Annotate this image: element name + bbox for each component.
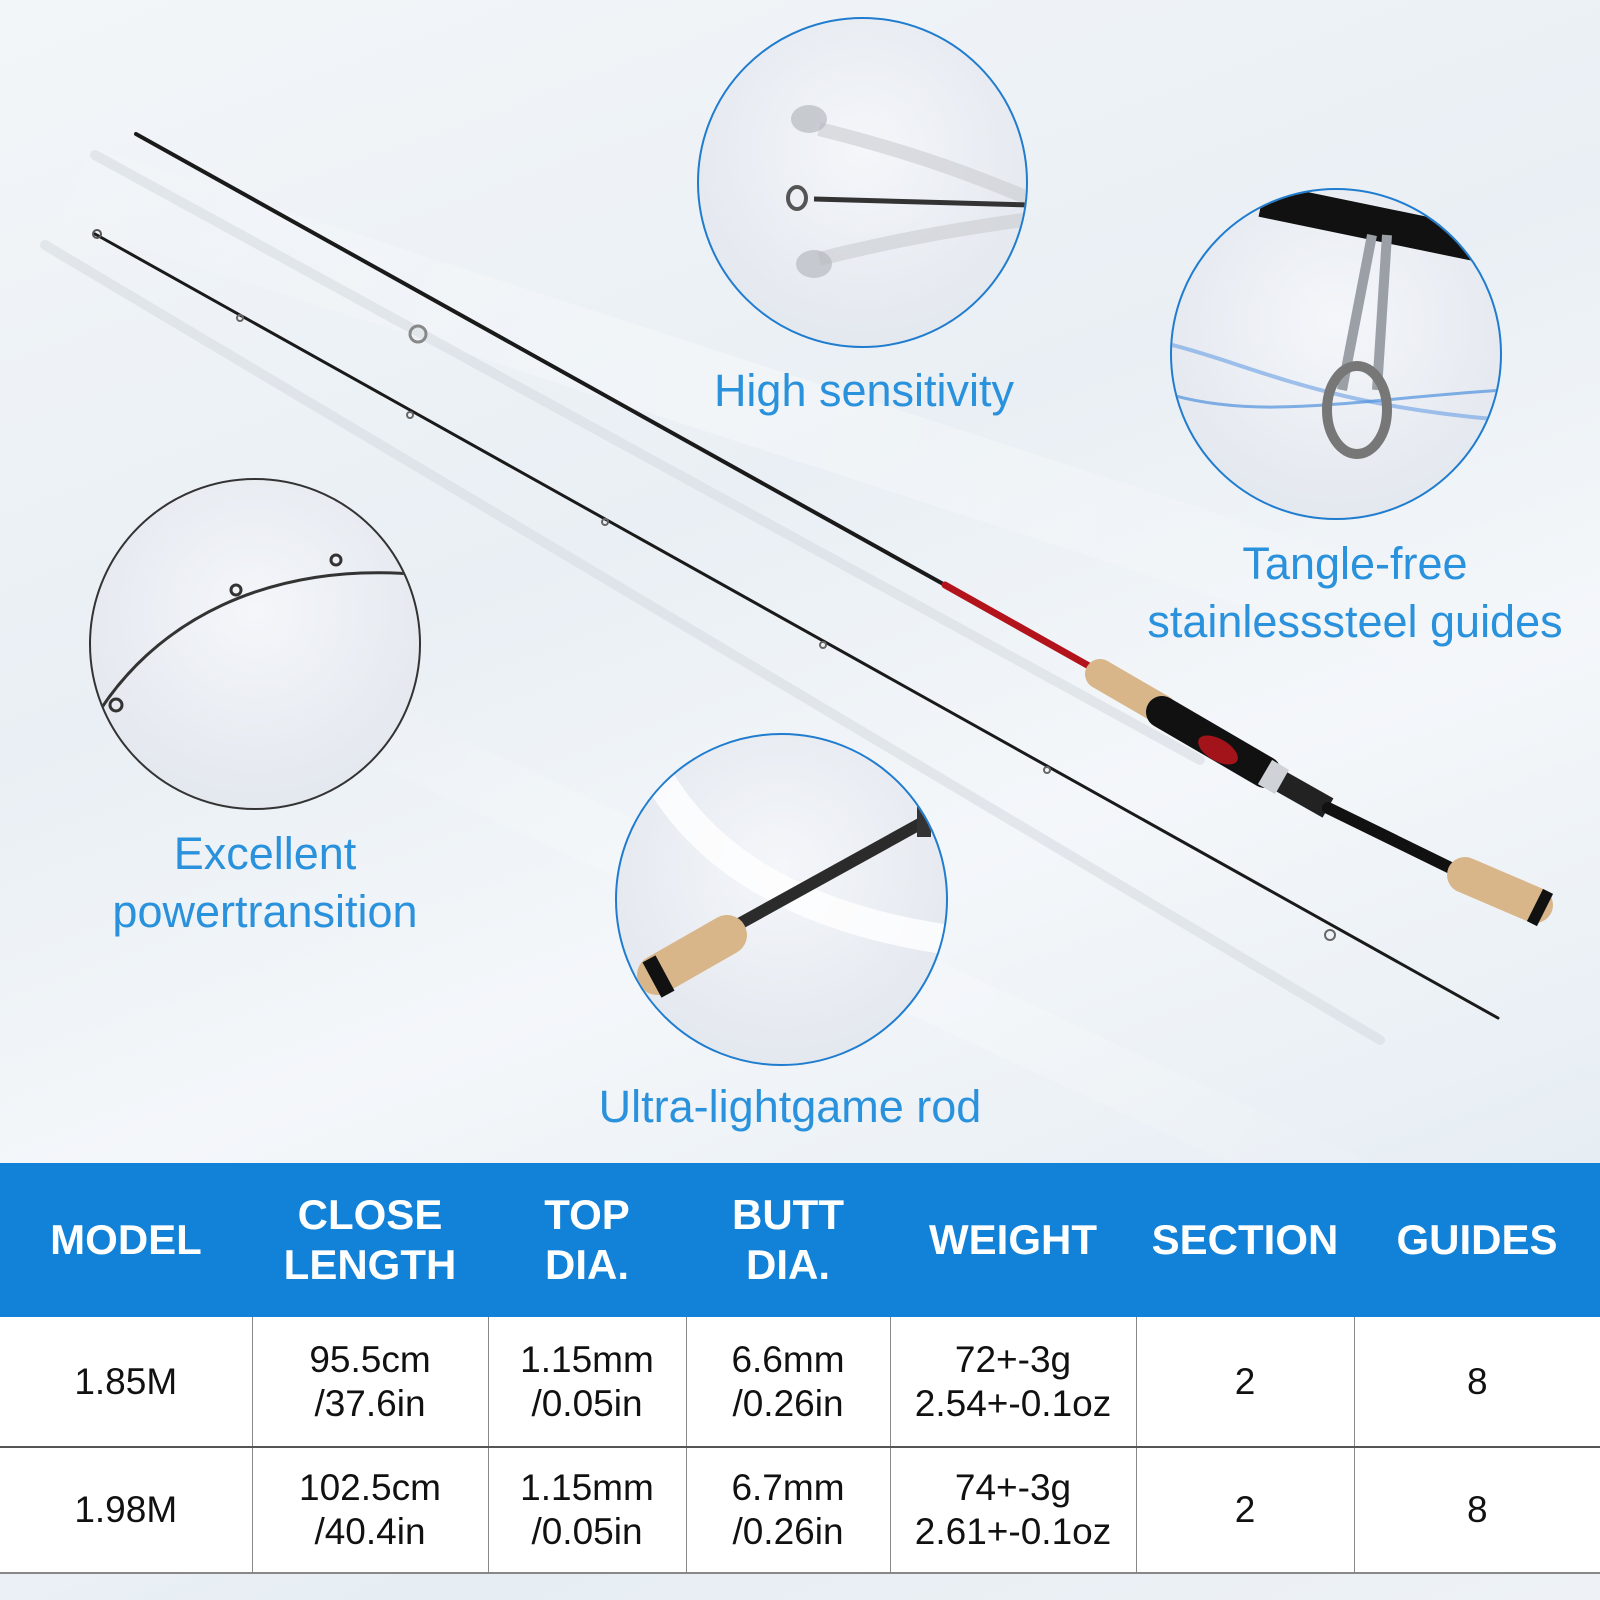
cell-close-length: 95.5cm /37.6in	[251, 1317, 488, 1448]
cork-fore-grip	[1085, 659, 1177, 725]
cell-top-dia: 1.15mm /0.05in	[487, 1447, 686, 1574]
cell-close-length: 102.5cm /40.4in	[251, 1447, 488, 1574]
feature-label-line: powertransition	[112, 886, 418, 937]
table-row: 1.85M 95.5cm /37.6in 1.15mm /0.05in 6.6m…	[0, 1317, 1600, 1448]
header-weight: WEIGHT	[890, 1163, 1136, 1317]
feature-label-power-transition: Excellent powertransition	[80, 825, 450, 941]
header-top-dia: TOP DIA.	[488, 1163, 686, 1317]
cell-butt-dia: 6.7mm /0.26in	[685, 1447, 890, 1574]
stainless-guide-icon	[1172, 190, 1500, 459]
header-model: MODEL	[0, 1163, 252, 1317]
feature-label-line: stainlesssteel guides	[1147, 596, 1563, 647]
cell-section: 2	[1135, 1317, 1354, 1448]
feature-label-high-sensitivity: High sensitivity	[713, 365, 1015, 416]
feature-label-line: Excellent	[173, 828, 357, 879]
reel-seat	[1146, 696, 1281, 788]
feature-image-power-transition	[89, 478, 421, 810]
feather-and-handle-icon	[637, 767, 946, 998]
cell-weight: 74+-3g 2.61+-0.1oz	[889, 1447, 1136, 1574]
feature-label-ultra-light: Ultra-lightgame rod	[598, 1081, 982, 1132]
feature-label-line: Tangle-free	[1242, 538, 1468, 589]
cell-model: 1.98M	[0, 1447, 252, 1574]
cell-top-dia: 1.15mm /0.05in	[487, 1317, 686, 1448]
spec-table-container: MODEL CLOSE LENGTH TOP DIA. BUTT DIA. WE…	[0, 1163, 1600, 1574]
cell-model: 1.85M	[0, 1317, 252, 1448]
header-close-length: CLOSE LENGTH	[252, 1163, 488, 1317]
feature-label-tangle-free-guides: Tangle-free stainlesssteel guides	[1110, 535, 1600, 651]
cell-guides: 8	[1353, 1317, 1600, 1448]
feature-image-ultra-light	[615, 733, 948, 1066]
cell-weight: 72+-3g 2.54+-0.1oz	[889, 1317, 1136, 1448]
cell-butt-dia: 6.6mm /0.26in	[685, 1317, 890, 1448]
spec-table: MODEL CLOSE LENGTH TOP DIA. BUTT DIA. WE…	[0, 1163, 1600, 1574]
rod-tip-guide-icon	[786, 105, 1026, 278]
cell-guides: 8	[1353, 1447, 1600, 1574]
feature-image-tangle-free-guides	[1170, 188, 1502, 520]
rod-bend-icon	[91, 553, 419, 726]
feature-image-high-sensitivity	[697, 17, 1028, 348]
header-section: SECTION	[1136, 1163, 1354, 1317]
spec-table-header-row: MODEL CLOSE LENGTH TOP DIA. BUTT DIA. WE…	[0, 1163, 1600, 1317]
header-butt-dia: BUTT DIA.	[686, 1163, 890, 1317]
cork-butt-grip	[1447, 857, 1553, 923]
table-row: 1.98M 102.5cm /40.4in 1.15mm /0.05in 6.7…	[0, 1447, 1600, 1574]
cell-section: 2	[1135, 1447, 1354, 1574]
header-guides: GUIDES	[1354, 1163, 1600, 1317]
